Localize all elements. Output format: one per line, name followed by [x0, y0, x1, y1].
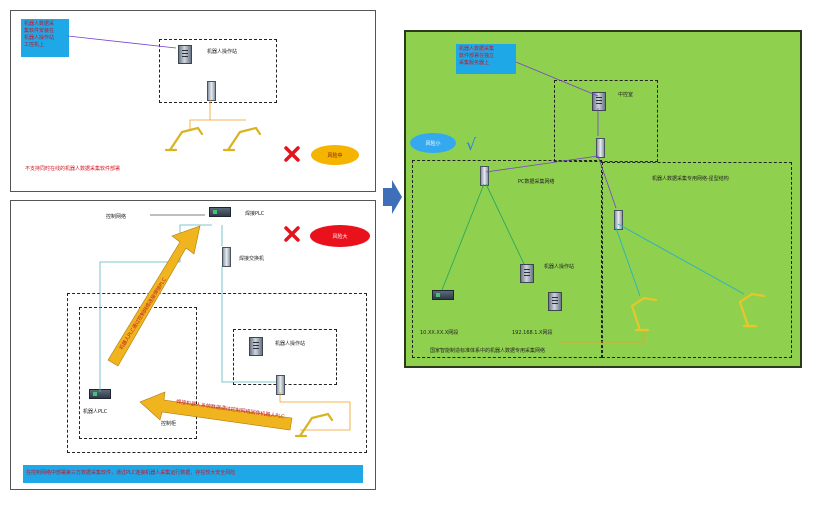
welding-plc-icon	[209, 207, 231, 217]
recommended-note: 机器人数据采集 软件部署在独立 采集服务器上	[456, 44, 516, 74]
pc-network-label: PC数据采集网络	[518, 179, 555, 185]
panel-recommended-deployment: 机器人数据采集 软件部署在独立 采集服务器上 中控室 PC数据采集网络 机器人数…	[404, 30, 802, 368]
control-room-boundary	[554, 80, 658, 162]
transition-arrow	[383, 180, 402, 214]
note-line: 采集服务器上	[459, 60, 490, 66]
control-room-label: 中控室	[618, 92, 634, 98]
welding-switch-label: 焊接交换机	[239, 256, 265, 262]
welding-switch-icon	[222, 247, 231, 267]
station-switch-icon	[276, 375, 285, 395]
panel-current-deployment: 机器人数据采 集软件安装在 机器人操作站 工控机上 机器人操作站 不支持同时在线…	[10, 10, 376, 192]
footer-label: 国家智能制造标准体系中的机器人数据专用采集网络	[430, 348, 546, 354]
robot-station-server-icon	[178, 45, 192, 64]
robot-station-server-icon	[249, 337, 263, 356]
switch-icon	[207, 81, 216, 101]
collection-server-icon	[548, 292, 562, 311]
control-cabinet-label: 控制柜	[161, 421, 177, 427]
panel-control-network-deployment: 控制网络 焊接PLC 焊接交换机 机器人操作站 机器人PLC 控制柜 在控制网络…	[10, 200, 376, 490]
ip-right-label: 192.168.1.X网段	[512, 330, 553, 336]
note-line: 软件部署在独立	[459, 53, 495, 59]
note-line: 机器人数据采	[24, 21, 55, 27]
welding-plc-label: 焊接PLC	[245, 211, 265, 217]
core-switch-icon	[596, 138, 605, 158]
robot-network-boundary	[602, 162, 792, 358]
note-line: 集软件安装在	[24, 28, 55, 34]
robot-station-label: 机器人操作站	[544, 264, 575, 270]
deployment-note: 机器人数据采 集软件安装在 机器人操作站 工控机上	[21, 19, 69, 57]
control-network-label: 控制网络	[106, 214, 127, 220]
footer-note-text: 在控制网络中部署第三方数据采集软件，通过PLC连接机器人采集运行数据，存在较大安…	[26, 470, 236, 476]
robot-network-label: 机器人数据采集专用网络-星型结构	[652, 176, 729, 182]
robot-switch-icon	[614, 210, 623, 230]
station-boundary	[159, 39, 277, 103]
robot-plc-icon	[89, 389, 111, 399]
ip-left-label: 10.XX.XX.X网段	[420, 330, 459, 336]
robot-plc-icon	[432, 290, 454, 300]
note-line: 机器人操作站	[24, 35, 55, 41]
note-line: 机器人数据采集	[459, 46, 495, 52]
pc-network-boundary	[412, 160, 602, 358]
note-line: 工控机上	[24, 42, 45, 48]
pc-switch-icon	[480, 166, 489, 186]
robot-station-label: 机器人操作站	[275, 341, 306, 347]
footer-note: 在控制网络中部署第三方数据采集软件，通过PLC连接机器人采集运行数据，存在较大安…	[23, 465, 363, 483]
robot-plc-label: 机器人PLC	[83, 409, 108, 415]
control-room-server-icon	[592, 92, 606, 111]
robot-station-label: 机器人操作站	[207, 49, 238, 55]
control-cabinet-boundary	[79, 307, 197, 439]
warning-text: 不支持同时在线的机器人数据采集软件部署	[25, 166, 121, 172]
robot-station-server-icon	[520, 264, 534, 283]
welding-system-boundary	[67, 293, 367, 453]
